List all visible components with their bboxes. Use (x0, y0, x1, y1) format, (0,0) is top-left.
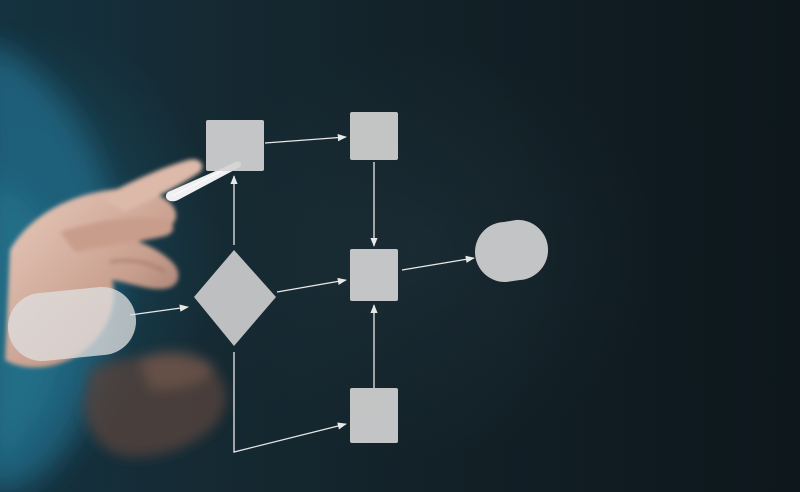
arrow-decision-to-middle (276, 277, 347, 293)
end-terminator-shape (475, 219, 549, 283)
arrow-start-to-decision (129, 304, 189, 316)
lower-hand (84, 351, 227, 457)
process-box-top-right (350, 112, 398, 160)
process-box-bottom (350, 388, 398, 443)
process-box-middle (350, 249, 398, 301)
arrow-middle-to-end (401, 255, 475, 271)
start-terminator-shape (7, 286, 137, 362)
arrow-decision-to-bottom (233, 352, 347, 453)
process-box-top-left (206, 120, 264, 171)
arrow-top-left-to-top-right (264, 133, 347, 144)
flowchart-connectors (129, 133, 475, 453)
decision-diamond-shape (194, 250, 276, 346)
flowchart-shapes (7, 112, 549, 443)
